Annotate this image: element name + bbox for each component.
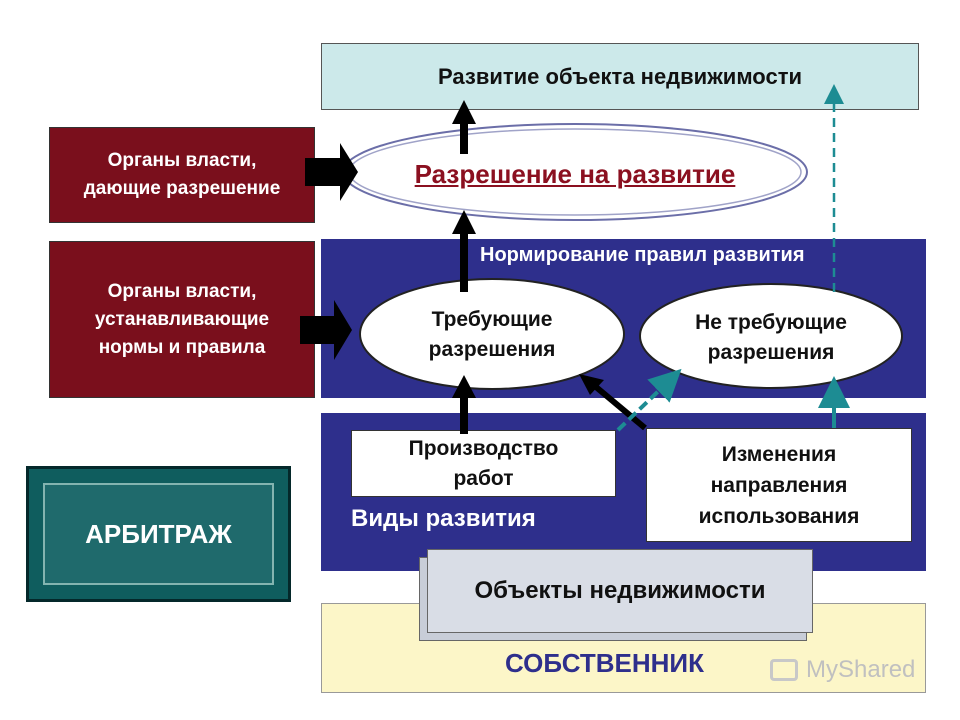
change-of-use-line3: использования bbox=[698, 504, 860, 528]
development-of-object-box: Развитие объекта недвижимости bbox=[321, 43, 919, 110]
teal-arrow-production-to-not-requiring bbox=[616, 368, 682, 432]
permission-label: Разрешение на развитие bbox=[414, 159, 736, 189]
change-of-use-box: Изменения направления использования bbox=[646, 428, 912, 542]
development-types-title: Виды развития bbox=[351, 505, 536, 532]
not-requiring-line1: Не требующие bbox=[695, 311, 847, 334]
requiring-line1: Требующие bbox=[431, 308, 553, 331]
authorities-grant-box: Органы власти, дающие разрешение bbox=[49, 127, 315, 223]
arbitration-label: АРБИТРАЖ bbox=[85, 518, 232, 549]
requiring-line2: разрешения bbox=[428, 338, 556, 361]
works-production-box: Производство работ bbox=[351, 430, 616, 497]
authorities-norms-arrow bbox=[300, 300, 352, 360]
owner-label: СОБСТВЕННИК bbox=[505, 648, 704, 678]
works-production-line1: Производство bbox=[408, 436, 559, 460]
not-requiring-ellipse bbox=[639, 283, 903, 389]
arrow-change-to-requiring bbox=[579, 374, 647, 431]
authorities-grant-line2: дающие разрешение bbox=[83, 178, 281, 199]
works-production-line2: работ bbox=[453, 466, 514, 490]
change-of-use-line1: Изменения bbox=[721, 442, 837, 466]
real-estate-objects-box: Объекты недвижимости bbox=[427, 549, 813, 633]
authorities-grant-arrow bbox=[305, 143, 358, 201]
arrow-production-to-requiring bbox=[452, 375, 476, 434]
norm-rules-title: Нормирование правил развития bbox=[480, 244, 805, 266]
not-requiring-label: Не требующие разрешения bbox=[641, 308, 901, 368]
authorities-norms-line3: нормы и правила bbox=[98, 336, 266, 358]
requiring-label: Требующие разрешения bbox=[362, 305, 622, 365]
authorities-grant-line1: Органы власти, bbox=[107, 150, 257, 171]
development-of-object-label: Развитие объекта недвижимости bbox=[438, 63, 802, 89]
authorities-norms-box: Органы власти, устанавливающие нормы и п… bbox=[49, 241, 315, 398]
arbitration-box: АРБИТРАЖ bbox=[43, 483, 274, 585]
requiring-ellipse bbox=[359, 278, 625, 390]
authorities-norms-line1: Органы власти, bbox=[107, 280, 257, 302]
arrow-permission-to-development bbox=[452, 100, 476, 154]
authorities-norms-line2: устанавливающие bbox=[94, 308, 270, 330]
watermark-text: MyShared bbox=[806, 656, 916, 683]
arrow-requiring-to-permission bbox=[452, 210, 476, 292]
real-estate-objects-label: Объекты недвижимости bbox=[474, 577, 766, 604]
watermark-icon bbox=[770, 659, 798, 681]
not-requiring-line2: разрешения bbox=[707, 341, 835, 364]
change-of-use-line2: направления bbox=[710, 473, 848, 497]
